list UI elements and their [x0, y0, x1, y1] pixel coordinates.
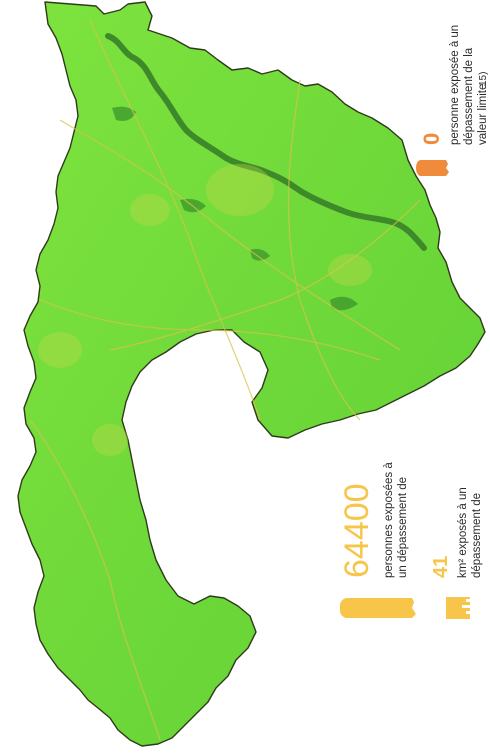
person-icon: [340, 598, 416, 618]
legend-icons: [340, 160, 470, 619]
person-icon-orange: [416, 160, 449, 176]
ruler-icon: [446, 597, 470, 619]
stat-area-label-1: km² exposés à un: [457, 487, 469, 578]
stat-people-label-1: personnes exposées à: [383, 462, 395, 578]
stat-area-value: 41: [430, 555, 452, 578]
stat-area-label-2: dépassement de: [471, 492, 483, 578]
stat-limit-label-1: personne exposée à un: [449, 24, 461, 145]
corner-text-fragment: …15): [478, 71, 489, 96]
river: [105, 33, 427, 251]
forest-patches: [112, 106, 358, 311]
stat-limit-value: 0: [419, 132, 444, 145]
stat-limit-label-2: dépassement de la: [463, 47, 475, 145]
road-network: [29, 19, 421, 741]
territory-shape: [17, 1, 486, 747]
urban-areas: [38, 164, 372, 456]
stat-people-label-2: un dépassement de: [397, 476, 409, 578]
stat-people-value: 64400: [338, 483, 376, 578]
